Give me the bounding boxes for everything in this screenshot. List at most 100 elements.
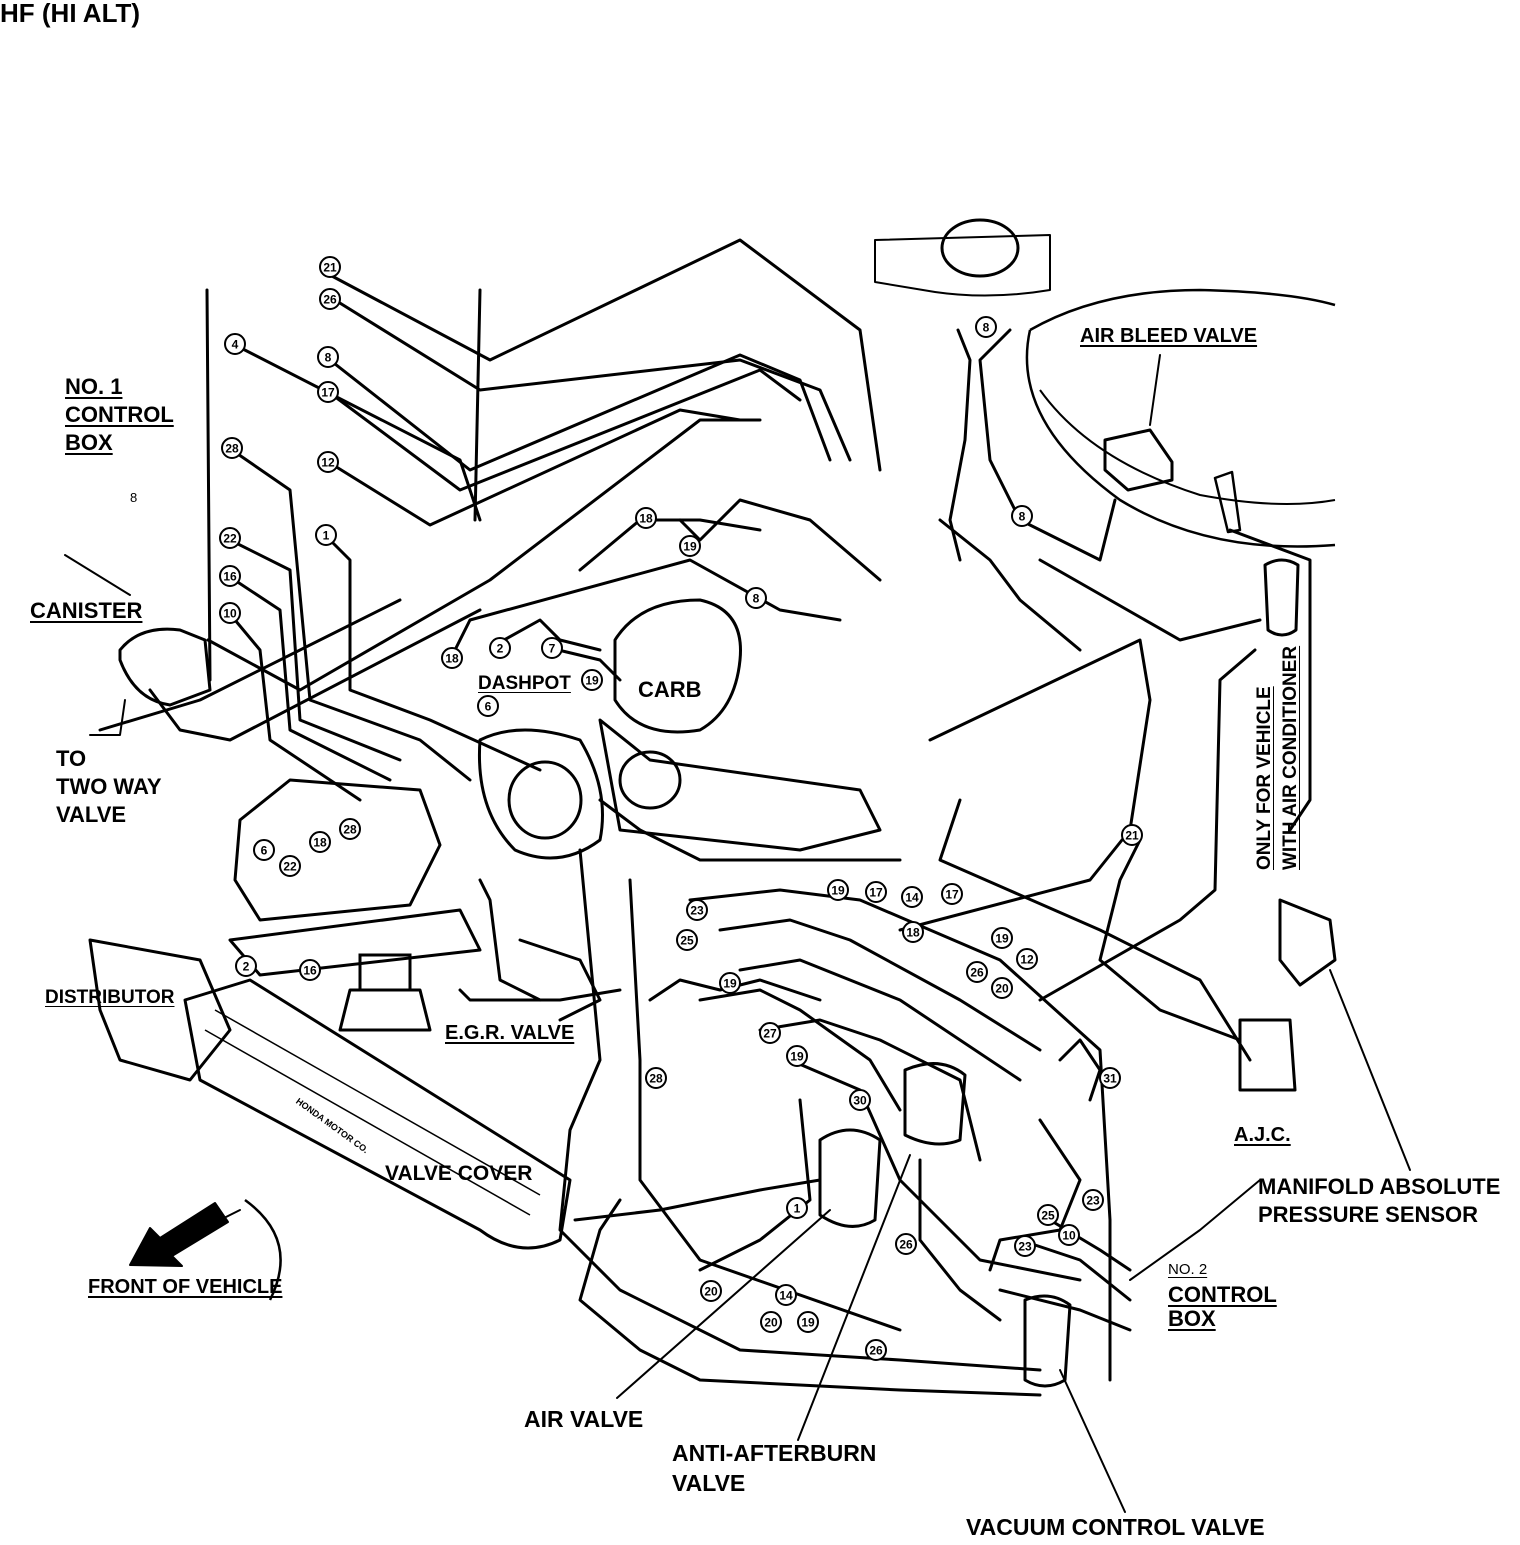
hose-number-text: 20 <box>764 1316 778 1330</box>
hose-number-badge <box>317 381 339 403</box>
vacuum-hose <box>938 798 1252 1062</box>
map-sensor-body <box>1278 898 1337 987</box>
leader-line <box>64 554 131 596</box>
hose-number-badge <box>759 1022 781 1044</box>
hose-number-text: 28 <box>225 442 239 456</box>
hose-number-text: 18 <box>639 512 653 526</box>
stray-mark: 8 <box>130 490 138 505</box>
hose-number-text: 6 <box>485 700 492 714</box>
air-cleaner-outline <box>1025 329 1336 548</box>
vacuum-hose <box>333 298 852 462</box>
front-of-vehicle-label: FRONT OF VEHICLE <box>88 1276 283 1298</box>
hose-number-text: 19 <box>831 884 845 898</box>
hose-number-text: 18 <box>313 836 327 850</box>
hose-number-badge <box>1016 948 1038 970</box>
hose-number-text: 8 <box>983 321 990 335</box>
hose-number-badge <box>941 883 963 905</box>
hose-number-badge <box>319 288 341 310</box>
hose-number-badge <box>541 637 563 659</box>
hose-number-text: 20 <box>704 1285 718 1299</box>
air-conditioner-note-line1: ONLY FOR VEHICLE <box>1254 686 1275 870</box>
vacuum-hose <box>1098 838 1242 1042</box>
hose-number-text: 19 <box>995 932 1009 946</box>
vacuum-hose <box>1228 528 1312 832</box>
egr-valve-label: E.G.R. VALVE <box>445 1022 575 1044</box>
vacuum-hose <box>205 288 212 682</box>
egr-valve-body <box>338 988 432 1032</box>
control-box-2-label-line2: CONTROL <box>1168 1282 1277 1307</box>
hose-number-badge <box>319 256 341 278</box>
air-cleaner-cap <box>940 218 1020 278</box>
hose-number-badge <box>317 346 339 368</box>
hose-number-badge <box>991 977 1013 999</box>
hose-number-text: 10 <box>223 607 237 621</box>
vacuum-hose <box>548 646 622 682</box>
vacuum-hose <box>578 1198 1042 1397</box>
leader-line <box>616 1209 831 1399</box>
vacuum-hose <box>698 988 902 1112</box>
ajc-body <box>1238 1018 1297 1092</box>
vacuum-hose <box>718 918 1042 1052</box>
hose-number-badge <box>1037 1204 1059 1226</box>
hose-number-badge <box>991 927 1013 949</box>
vacuum-hose <box>678 498 882 582</box>
hose-number-text: 16 <box>223 570 237 584</box>
carb-label: CARB <box>638 677 702 702</box>
hose-number-badge <box>760 1311 782 1333</box>
hose-number-text: 19 <box>585 674 599 688</box>
anti-afterburn-valve-body <box>903 1062 967 1146</box>
vacuum-hose <box>473 288 482 522</box>
vacuum-control-valve-label: VACUUM CONTROL VALVE <box>966 1514 1265 1540</box>
hose-number-text: 26 <box>869 1344 883 1358</box>
hose-number-badge <box>219 565 241 587</box>
hose-number-badge <box>775 1284 797 1306</box>
map-sensor-label-line1: MANIFOLD ABSOLUTE <box>1258 1174 1501 1199</box>
leader-line <box>1329 969 1411 1171</box>
hose-number-text: 30 <box>853 1094 867 1108</box>
hose-number-text: 18 <box>445 652 459 666</box>
air-cleaner-outline <box>1029 288 1336 332</box>
vacuum-hose <box>206 418 762 692</box>
hose-number-text: 27 <box>763 1027 777 1041</box>
carburetor-body <box>598 718 882 852</box>
hose-number-text: 19 <box>683 540 697 554</box>
air-conditioner-note: ONLY FOR VEHICLE WITH AIR CONDITIONER <box>1252 646 1304 870</box>
vacuum-hose <box>978 328 1117 562</box>
hose-number-badge <box>645 1067 667 1089</box>
control-box-2-label-line1: NO. 2 <box>1168 1261 1208 1278</box>
hose-number-badge <box>635 507 657 529</box>
hose-number-text: 19 <box>723 977 737 991</box>
hose-number-badge <box>679 535 701 557</box>
hose-number-badge <box>219 527 241 549</box>
front-arrow-icon <box>129 1202 229 1267</box>
vacuum-hose <box>628 878 902 1332</box>
leader-line <box>797 1154 911 1441</box>
hose-number-badge <box>700 1280 722 1302</box>
control-box-1-label-line1: NO. 1 <box>65 374 123 399</box>
hose-number-text: 28 <box>343 823 357 837</box>
air-valve-body <box>818 1128 882 1228</box>
hose-number-badge <box>299 959 321 981</box>
control-box-1-label-line2: CONTROL <box>65 402 174 427</box>
hose-number-text: 22 <box>223 532 237 546</box>
hose-number-badge <box>786 1197 808 1219</box>
dashpot-body <box>477 728 604 860</box>
hose-number-text: 10 <box>1062 1229 1076 1243</box>
hose-number-badge <box>745 587 767 609</box>
vacuum-hose <box>448 558 842 662</box>
vacuum-hose <box>573 1178 822 1222</box>
vacuum-hose <box>518 938 602 1022</box>
hose-number-badge <box>901 886 923 908</box>
vacuum-hose <box>648 978 822 1002</box>
hose-number-badge <box>489 637 511 659</box>
vacuum-hose <box>228 575 392 782</box>
vacuum-hose <box>233 343 482 522</box>
hose-number-badge <box>441 647 463 669</box>
valve-cover-rib <box>214 1009 541 1196</box>
hose-number-badge <box>1011 505 1033 527</box>
hose-number-text: 25 <box>680 934 694 948</box>
throttle-body <box>618 750 682 810</box>
vacuum-hose <box>738 958 1022 1082</box>
valve-cover-rib <box>204 1029 531 1216</box>
